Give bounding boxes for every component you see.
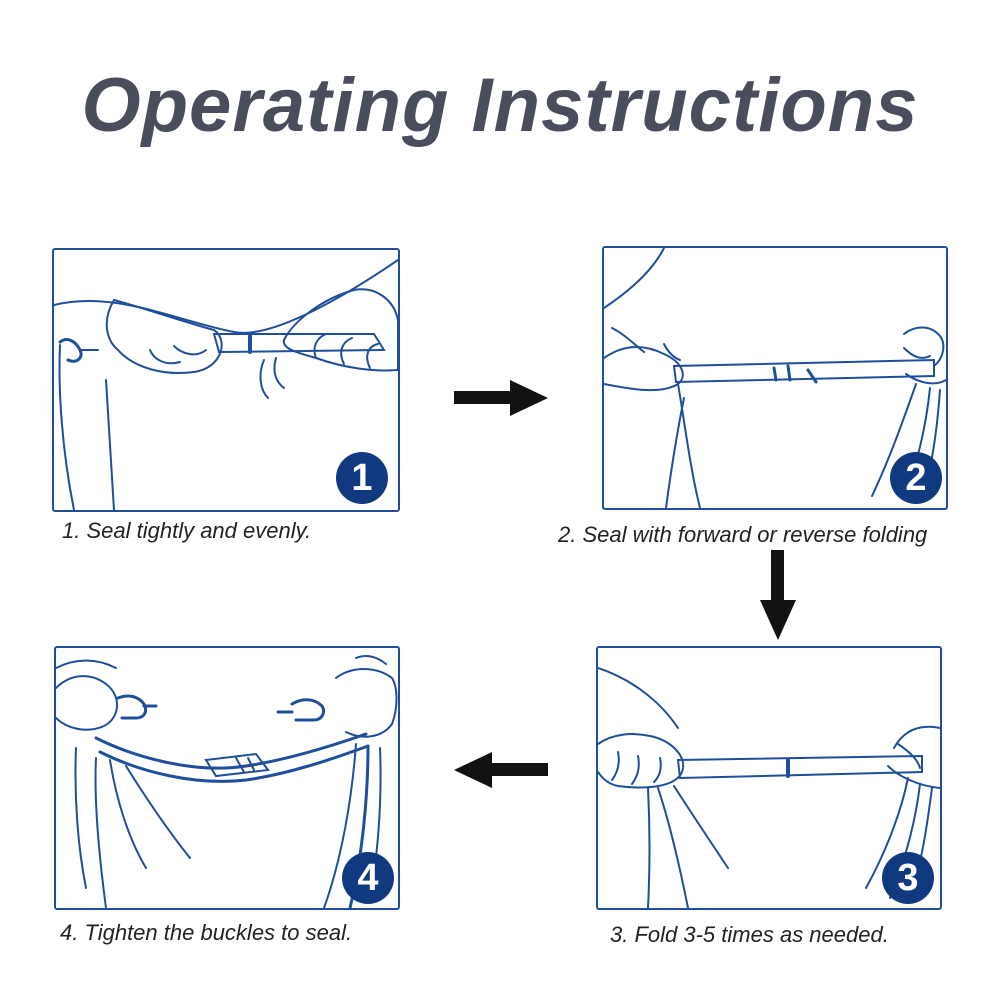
step-1-badge: 1 (336, 452, 388, 504)
step-4-panel: 4 (54, 646, 400, 910)
step-2-badge: 2 (890, 452, 942, 504)
step-3-panel: 3 (596, 646, 942, 910)
step-3-illustration (598, 667, 940, 908)
arrow-down-icon (760, 550, 796, 640)
step-4-badge: 4 (342, 852, 394, 904)
arrow-left-icon (454, 752, 548, 788)
step-3-badge: 3 (882, 852, 934, 904)
step-2-caption: 2. Seal with forward or reverse folding (558, 522, 928, 547)
step-1-caption: 1. Seal tightly and evenly. (62, 518, 312, 543)
step-4-caption: 4. Tighten the buckles to seal. (60, 920, 353, 945)
step-4-illustration (56, 655, 398, 908)
page-title: Operating Instructions (81, 63, 919, 148)
step-3-caption: 3. Fold 3-5 times as needed. (610, 922, 889, 947)
arrow-right-icon (454, 380, 548, 416)
step-2-panel: 2 (602, 246, 948, 510)
step-1-illustration (54, 259, 398, 510)
step-1-panel: 1 (52, 248, 400, 512)
